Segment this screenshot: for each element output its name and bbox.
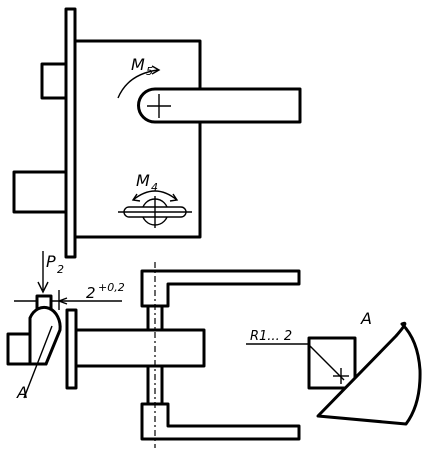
lock-body bbox=[73, 39, 202, 239]
upper-lock-view: M 5 M 4 bbox=[12, 7, 302, 259]
dead-bolt bbox=[12, 170, 68, 214]
detail-block bbox=[307, 336, 357, 390]
radius-label: R1... 2 bbox=[250, 329, 292, 344]
clearance-tolerance: +0,2 bbox=[98, 281, 125, 294]
body-section bbox=[74, 328, 206, 368]
detail-a: A R1... 2 bbox=[246, 309, 422, 426]
moment-sub-upper: 5 bbox=[146, 65, 153, 78]
lower-lever-side bbox=[140, 402, 301, 441]
clearance-arrowhead bbox=[57, 297, 68, 305]
force-sub: 2 bbox=[57, 263, 64, 276]
section-leader bbox=[23, 325, 53, 399]
detail-wedge bbox=[316, 321, 422, 426]
moment-label-lower: M bbox=[136, 171, 150, 190]
latch-bevel bbox=[28, 305, 62, 366]
spindle-lower bbox=[146, 364, 164, 408]
lower-side-view: P 2 2 +0,2 A bbox=[6, 251, 301, 448]
upper-lever-side bbox=[140, 269, 301, 308]
latch-bolt bbox=[40, 62, 68, 100]
force-arrowhead bbox=[37, 281, 49, 294]
moment-arrowhead-upper bbox=[151, 65, 161, 75]
moment-sub-lower: 4 bbox=[151, 181, 158, 194]
detail-title: A bbox=[360, 309, 372, 328]
force-label: P bbox=[46, 252, 56, 271]
moment-label-upper: M bbox=[131, 55, 145, 74]
radius-leader bbox=[307, 343, 345, 381]
lever-handle bbox=[137, 87, 302, 124]
moment-arrow-upper bbox=[117, 69, 159, 99]
clearance-label: 2 bbox=[86, 284, 96, 302]
thumb-turn bbox=[118, 190, 192, 228]
section-marker: A bbox=[16, 383, 28, 402]
